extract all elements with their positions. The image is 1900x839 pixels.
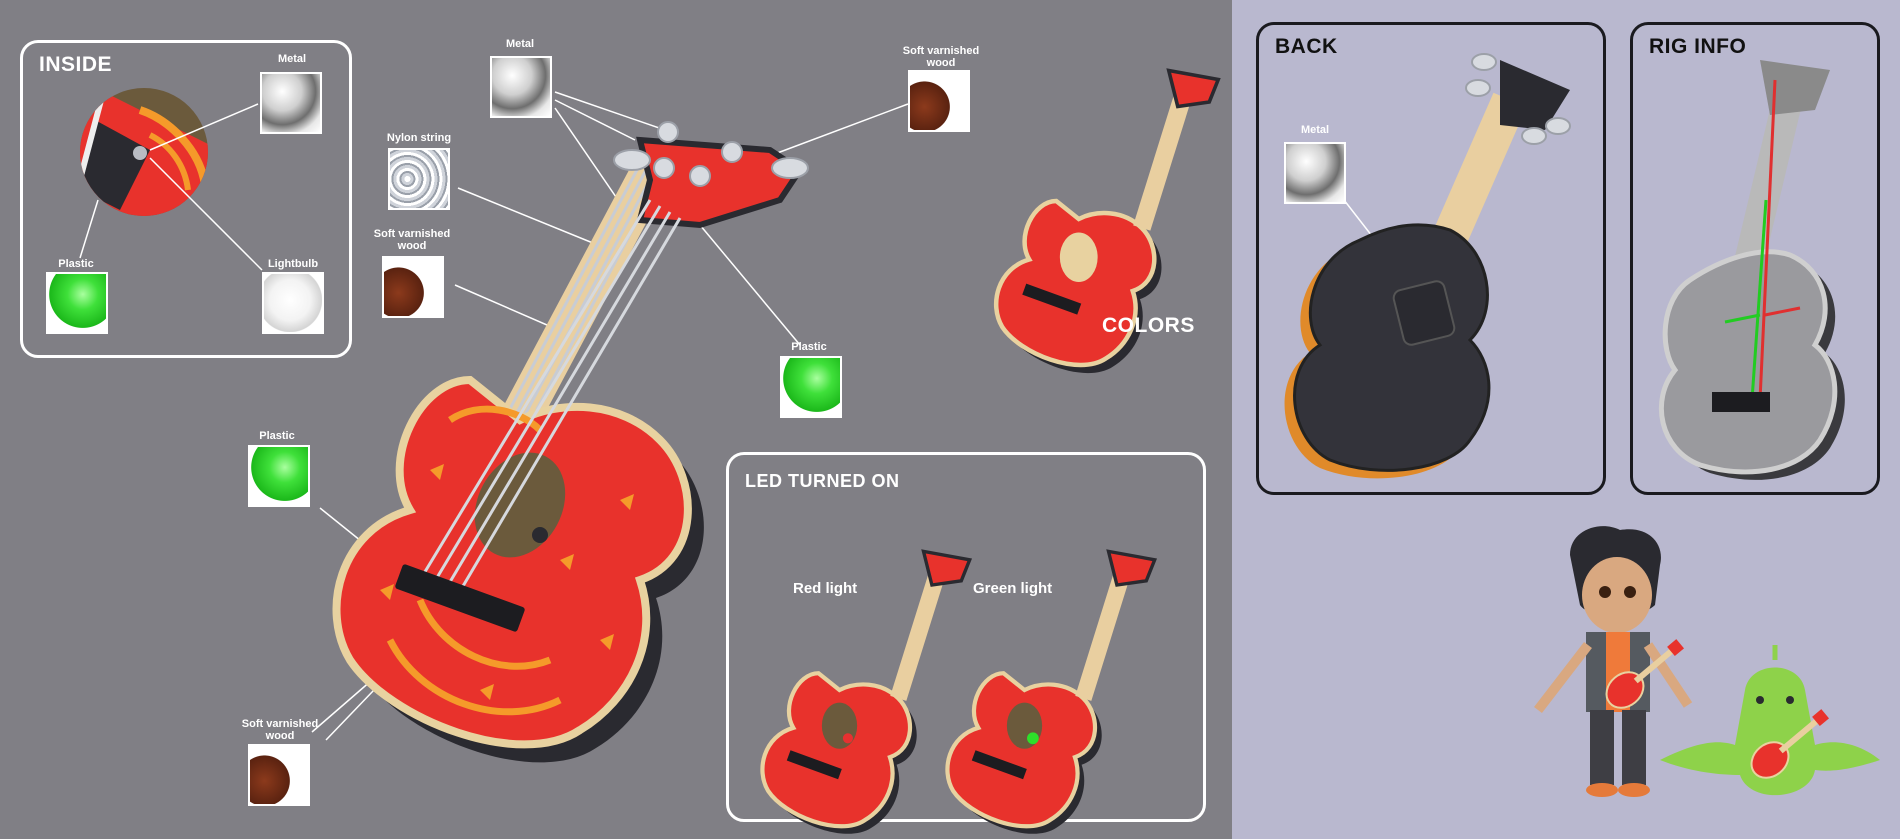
inside-panel: INSIDE	[20, 40, 352, 358]
plastic-swatch-left	[248, 445, 310, 507]
inside-title: INSIDE	[39, 53, 113, 76]
metal-label: Metal	[505, 38, 535, 50]
nylon-label: Nylon string	[386, 132, 452, 144]
metal-swatch	[490, 56, 552, 118]
back-title: BACK	[1275, 35, 1338, 58]
inside-lightbulb-label: Lightbulb	[267, 258, 319, 270]
inside-plastic-label: Plastic	[58, 258, 94, 270]
plastic-label-right: Plastic	[791, 341, 827, 353]
nylon-swatch	[388, 148, 450, 210]
led-title: LED TURNED ON	[745, 471, 900, 491]
plastic-label-left: Plastic	[259, 430, 295, 442]
red-light-label: Red light	[793, 580, 858, 597]
rig-title: RIG INFO	[1649, 35, 1747, 58]
green-light-label: Green light	[973, 580, 1053, 597]
led-panel: LED TURNED ON	[726, 452, 1206, 822]
inside-lightbulb-swatch	[262, 272, 324, 334]
rig-panel: RIG INFO	[1630, 22, 1880, 495]
wood-swatch-2	[908, 70, 970, 132]
wood-swatch-1	[382, 256, 444, 318]
inside-metal-label: Metal	[277, 53, 307, 65]
back-panel: BACK	[1256, 22, 1606, 495]
back-metal-label: Metal	[1300, 124, 1330, 136]
wood-swatch-3	[248, 744, 310, 806]
colors-title: COLORS	[1102, 314, 1195, 337]
inside-metal-swatch	[260, 72, 322, 134]
inside-plastic-swatch	[46, 272, 108, 334]
back-metal-swatch	[1284, 142, 1346, 204]
plastic-swatch-right	[780, 356, 842, 418]
